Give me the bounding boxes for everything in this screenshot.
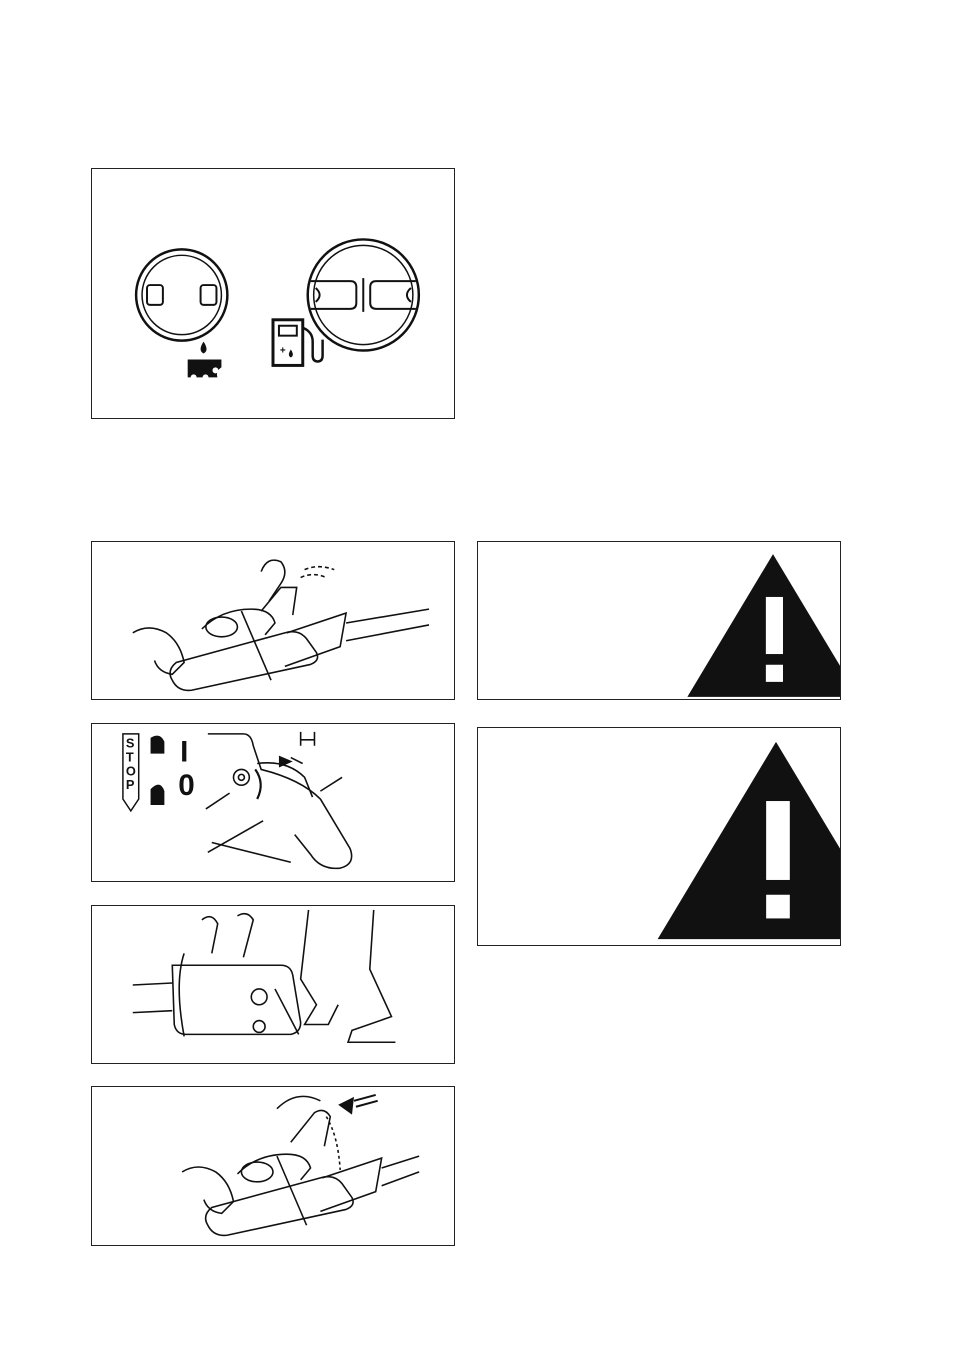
stop-letter: O	[126, 763, 136, 778]
fuel-pump-icon: +	[273, 320, 323, 366]
oil-tank-cap	[136, 249, 227, 340]
stop-letter: S	[126, 736, 135, 751]
tank-caps-figure: +	[91, 168, 455, 419]
warning-triangle-icon	[592, 547, 841, 700]
stop-letter: P	[126, 777, 135, 792]
chain-brake-figure	[91, 1086, 455, 1246]
warning-box	[477, 541, 841, 700]
on-symbol: I	[180, 736, 188, 769]
chain-oil-icon	[188, 342, 222, 381]
svg-text:+: +	[280, 346, 286, 357]
stop-letter: T	[126, 750, 134, 765]
standing-start-figure	[91, 905, 455, 1064]
off-symbol: 0	[178, 769, 194, 802]
choke-open-icon	[151, 785, 165, 805]
stop-label: S T O P	[123, 734, 139, 811]
warning-triangle-icon	[595, 732, 841, 946]
fuel-tank-cap	[308, 239, 419, 350]
choke-closed-icon	[151, 736, 165, 754]
switch-panel-figure: S T O P I 0	[91, 723, 455, 882]
starting-ground-figure	[91, 541, 455, 700]
warning-box	[477, 727, 841, 946]
